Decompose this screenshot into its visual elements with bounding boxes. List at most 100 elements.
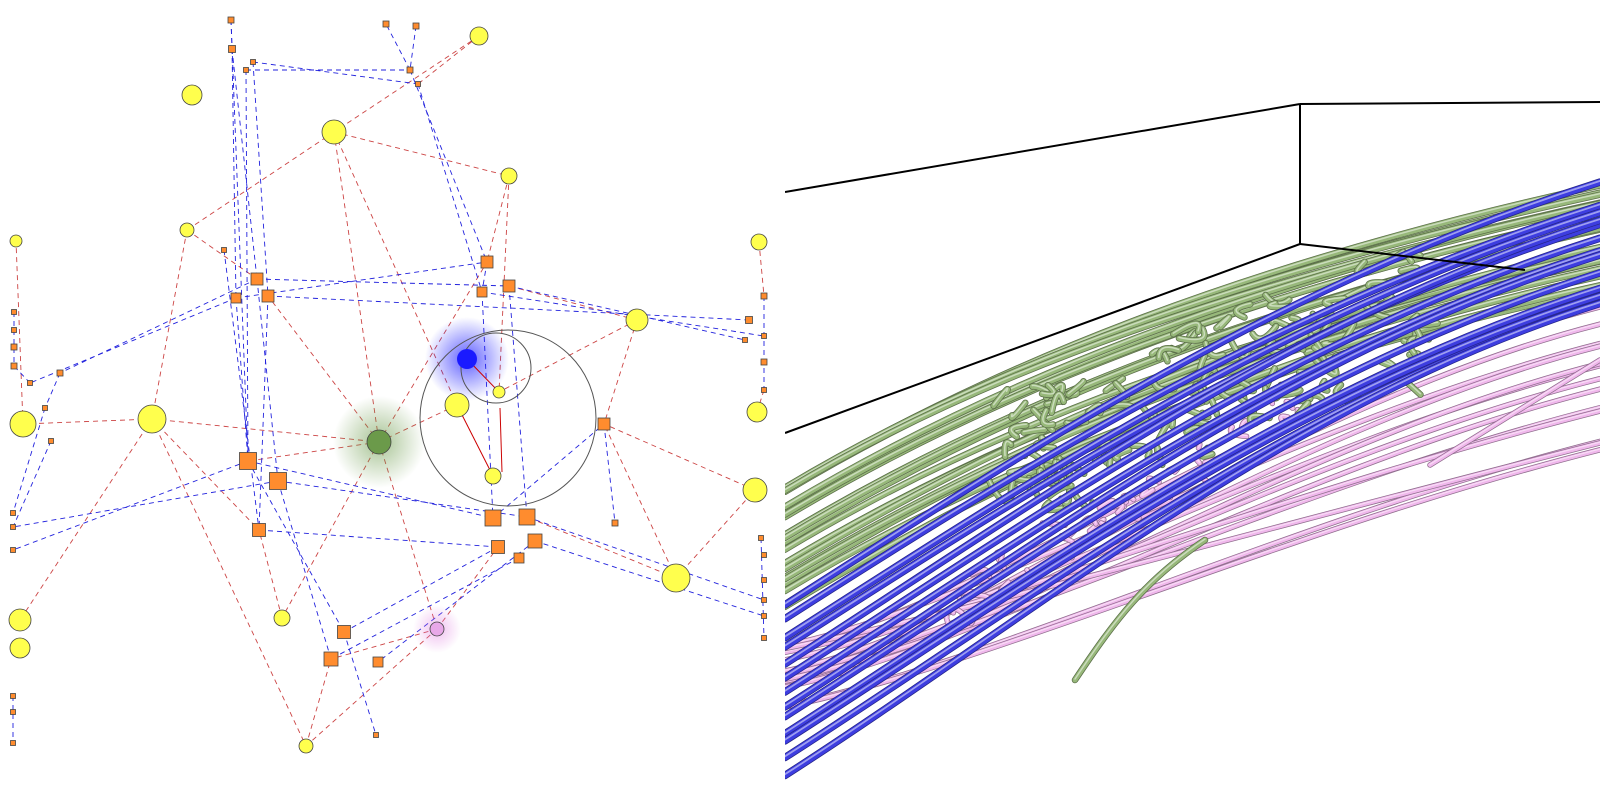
node-link-graph-panel[interactable] (0, 0, 785, 800)
circle-node[interactable] (492, 385, 506, 399)
3d-streamtube-panel[interactable] (785, 0, 1600, 800)
square-node[interactable] (10, 362, 18, 370)
square-node[interactable] (415, 81, 421, 87)
square-node[interactable] (48, 438, 54, 444)
square-node[interactable] (337, 625, 351, 639)
square-node[interactable] (761, 613, 767, 619)
square-node[interactable] (10, 510, 16, 516)
square-node[interactable] (527, 533, 543, 549)
square-node[interactable] (758, 535, 764, 541)
square-node[interactable] (597, 417, 611, 431)
circle-node[interactable] (8, 608, 32, 632)
square-node[interactable] (412, 22, 420, 30)
pink-streamtube-body (785, 387, 1600, 690)
square-node[interactable] (227, 16, 235, 24)
square-node[interactable] (513, 552, 525, 564)
square-node[interactable] (42, 405, 48, 411)
square-node[interactable] (250, 272, 264, 286)
inter-edge (526, 516, 765, 601)
circle-node[interactable] (273, 609, 291, 627)
square-node[interactable] (239, 452, 257, 470)
square-node[interactable] (228, 45, 236, 53)
circle-node[interactable] (321, 119, 347, 145)
square-node[interactable] (761, 577, 767, 583)
square-node[interactable] (10, 693, 16, 699)
intra-edge (305, 658, 332, 747)
square-node[interactable] (252, 523, 266, 537)
square-node[interactable] (761, 387, 767, 393)
square-node[interactable] (761, 597, 767, 603)
edge-layer (12, 19, 765, 747)
intra-edge (526, 516, 677, 579)
circle-node[interactable] (625, 308, 649, 332)
square-node[interactable] (745, 316, 753, 324)
square-node[interactable] (10, 740, 16, 746)
square-node[interactable] (323, 651, 339, 667)
square-node[interactable] (518, 508, 536, 526)
circle-node[interactable] (484, 467, 502, 485)
highlighted-pink-node[interactable] (429, 621, 445, 637)
circle-node[interactable] (469, 26, 489, 46)
blue-streamtube-highlight (785, 270, 1600, 717)
streamtube-canvas[interactable] (785, 0, 1600, 800)
square-node[interactable] (373, 732, 379, 738)
inter-edge (252, 61, 419, 85)
intra-edge (436, 546, 499, 630)
square-node[interactable] (261, 289, 275, 303)
square-node[interactable] (382, 20, 390, 28)
square-node[interactable] (250, 59, 256, 65)
square-node[interactable] (11, 309, 17, 315)
square-node[interactable] (56, 369, 64, 377)
inter-edge (385, 23, 411, 71)
green-streamtube-body (785, 212, 1600, 517)
square-node[interactable] (27, 380, 33, 386)
circle-node[interactable] (661, 563, 691, 593)
square-node[interactable] (611, 519, 619, 527)
inter-edge (277, 480, 332, 660)
square-node[interactable] (760, 358, 768, 366)
circle-node[interactable] (9, 410, 37, 438)
highlighted-green-node[interactable] (366, 429, 392, 455)
square-node[interactable] (761, 635, 767, 641)
circle-node[interactable] (746, 401, 768, 423)
square-node[interactable] (372, 656, 384, 668)
square-node[interactable] (10, 524, 16, 530)
highlighted-blue-node[interactable] (457, 349, 477, 369)
green-tangle-highlight (1204, 341, 1224, 357)
square-node[interactable] (221, 247, 227, 253)
circle-node[interactable] (298, 738, 314, 754)
circle-node[interactable] (444, 392, 470, 418)
circle-node[interactable] (750, 233, 768, 251)
circle-node[interactable] (137, 404, 167, 434)
circle-node[interactable] (742, 477, 768, 503)
square-node[interactable] (476, 286, 488, 298)
circle-node[interactable] (9, 637, 31, 659)
square-node[interactable] (761, 552, 767, 558)
square-node[interactable] (11, 327, 17, 333)
square-node[interactable] (484, 509, 502, 527)
square-node[interactable] (491, 540, 505, 554)
intra-edge (603, 423, 756, 491)
circle-node[interactable] (9, 234, 23, 248)
green-tangle-highlight (1010, 423, 1027, 437)
green-tangle-highlight (1041, 383, 1055, 395)
circle-node[interactable] (500, 167, 518, 185)
square-node[interactable] (10, 343, 18, 351)
square-node[interactable] (502, 279, 516, 293)
circle-node[interactable] (181, 84, 203, 106)
inter-edge (231, 48, 258, 280)
square-node[interactable] (761, 333, 767, 339)
circle-node[interactable] (179, 222, 195, 238)
square-node[interactable] (480, 255, 494, 269)
square-node[interactable] (742, 337, 748, 343)
square-node[interactable] (230, 292, 242, 304)
square-node[interactable] (10, 547, 16, 553)
square-node[interactable] (10, 709, 16, 715)
graph-canvas[interactable] (0, 0, 785, 800)
square-node[interactable] (406, 66, 414, 74)
inter-edge (235, 261, 488, 299)
square-node[interactable] (269, 472, 287, 490)
square-node[interactable] (760, 292, 768, 300)
square-node[interactable] (243, 67, 249, 73)
green-tangle-highlight (1158, 346, 1180, 358)
